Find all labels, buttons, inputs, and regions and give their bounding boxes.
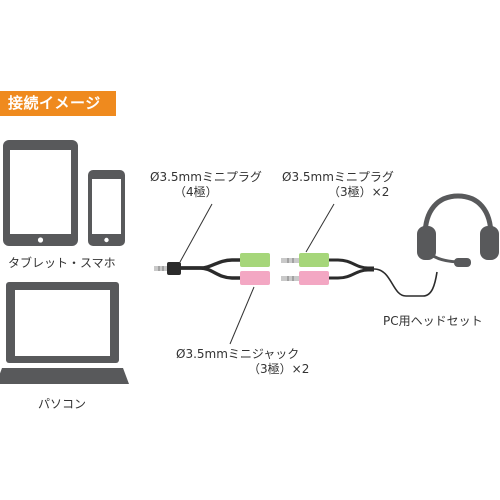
jack-3pole-label-line2: （3極）×2	[248, 362, 310, 376]
plug-3pole-label: Ø3.5mmミニプラグ （3極）×2	[282, 170, 394, 200]
plug-4pole-body	[167, 262, 181, 275]
headset-plugs	[281, 253, 438, 297]
mic-jack	[240, 253, 270, 267]
plug-3pole-label-line1: Ø3.5mmミニプラグ	[282, 170, 394, 184]
headphone-plug	[299, 271, 329, 285]
plug-4pole-label-line2: （4極）	[174, 185, 218, 199]
plug-4pole-label-line1: Ø3.5mmミニプラグ	[150, 170, 262, 184]
pc-label: パソコン	[38, 397, 87, 411]
plug-4pole-label: Ø3.5mmミニプラグ （4極）	[150, 170, 262, 200]
smartphone-icon	[88, 170, 125, 246]
laptop-icon	[0, 282, 129, 384]
splitter-cable	[154, 253, 270, 285]
mic-plug	[299, 253, 329, 267]
tablet-smartphone-label: タブレット・スマホ	[8, 256, 116, 270]
jack-3pole-label: Ø3.5mmミニジャック （3極）×2	[176, 347, 309, 377]
jack-3pole-label-line1: Ø3.5mmミニジャック	[176, 347, 300, 361]
headset-label: PC用ヘッドセット	[383, 314, 483, 328]
page-title: 接続イメージ	[0, 91, 116, 116]
tablet-icon	[3, 140, 78, 246]
headset-icon	[417, 193, 499, 267]
plug-4pole-tip	[154, 266, 167, 271]
plug-3pole-label-line2: （3極）×2	[328, 185, 390, 199]
leader-lines	[179, 203, 335, 345]
headphone-jack	[240, 271, 270, 285]
